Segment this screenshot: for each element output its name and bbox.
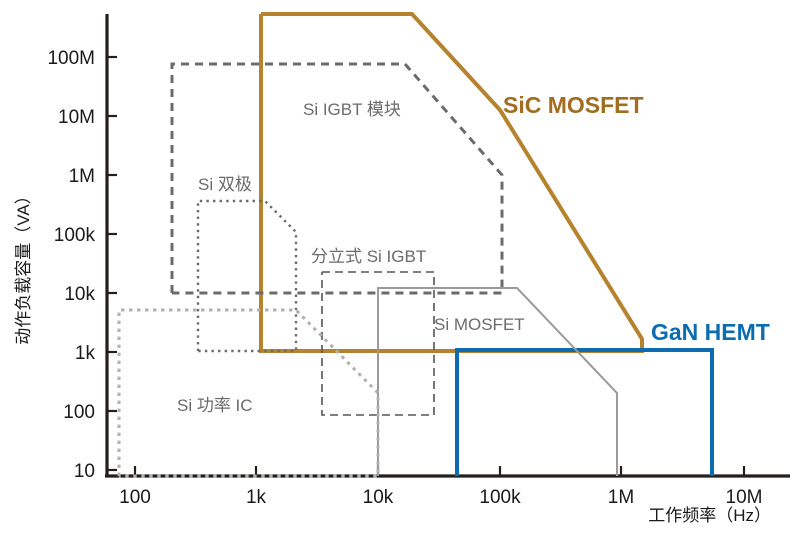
region-outline-0 [259,12,644,353]
region-outlines [117,12,714,478]
series-label-sic-mosfet: SiC MOSFET [503,92,644,118]
y-axis-title: 动作负载容量（VA） [14,187,33,344]
series-label-si-mosfet: Si MOSFET [434,315,525,334]
series-label-si-igbt-模块: Si IGBT 模块 [303,100,401,119]
y-tick-label: 1k [75,343,96,364]
series-label-分立式-si-igbt: 分立式 Si IGBT [311,247,426,266]
x-tick-label: 100k [479,487,521,508]
x-tick-label: 1k [246,487,267,508]
x-axis-tick-labels: 100 1k 10k 100k 1M 10M [119,487,762,508]
x-tick-label: 10k [363,487,394,508]
region-outline-1 [455,348,714,476]
x-tick-label: 10M [726,487,763,508]
y-tick-label: 100 [63,402,95,423]
region-outline-3 [196,199,298,353]
y-axis-tick-labels: 100M 10M 1M 100k 10k 1k 100 10 [47,48,95,482]
axis-group [105,14,790,478]
region-outline-6 [117,308,380,478]
x-tick-label: 100 [119,487,151,508]
region-outline-4 [321,271,435,416]
y-tick-label: 10k [64,284,95,305]
series-label-gan-hemt: GaN HEMT [651,319,770,345]
x-axis-title: 工作频率（Hz） [648,506,771,525]
region-outline-5 [377,287,618,476]
series-label-si-双极: Si 双极 [198,175,252,194]
x-tick-label: 1M [608,487,634,508]
y-tick-label: 100M [47,48,95,69]
y-axis-ticks [107,55,117,472]
y-tick-label: 10M [58,107,95,128]
y-tick-label: 1M [69,166,95,187]
region-outline-2 [170,62,504,295]
series-label-si-功率-ic: Si 功率 IC [177,396,253,415]
y-tick-label: 100k [54,225,96,246]
y-tick-label: 10 [74,461,95,482]
